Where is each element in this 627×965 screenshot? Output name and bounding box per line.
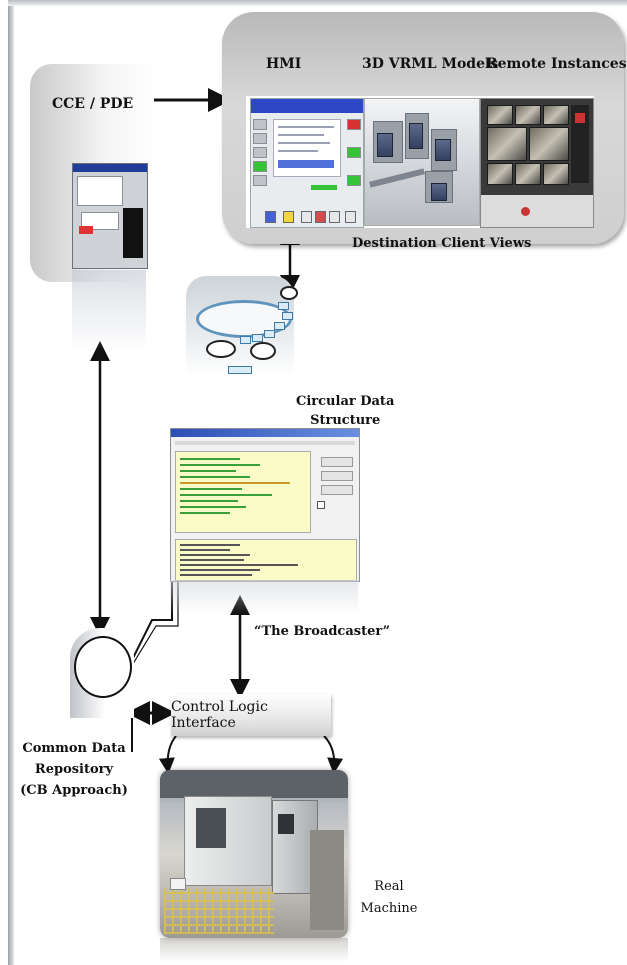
- hmi-titlebar: [251, 99, 363, 113]
- views-caption: Destination Client Views: [352, 236, 532, 251]
- machine-reflection: [160, 938, 348, 962]
- vrml-model-screenshot: [364, 98, 480, 226]
- repo-broadcaster-link: [127, 578, 173, 669]
- read-pointer-oval: [206, 340, 236, 358]
- remote-instances-screenshot: [480, 98, 594, 228]
- cce-label: CCE / PDE: [52, 96, 134, 112]
- cce-reflection: [72, 270, 146, 352]
- hmi-form: [273, 119, 341, 177]
- repository-oval: [74, 636, 132, 698]
- hmi-screenshot: [250, 98, 364, 228]
- cli-machine-left-arrow: [158, 735, 177, 774]
- broadcaster-titlebar: [171, 429, 359, 437]
- broadcaster-debug-log: [175, 539, 357, 581]
- machine-label: Real Machine: [360, 879, 418, 916]
- real-machine-photo: [160, 770, 348, 938]
- head-pointer-oval: [280, 286, 298, 300]
- cce-screenshot: [72, 163, 148, 269]
- broadcaster-status-log: [175, 451, 311, 533]
- control-logic-interface-box: Control Logic Interface: [171, 694, 331, 736]
- cli-machine-right-arrow: [323, 735, 344, 774]
- remote-label: Remote Instances: [486, 56, 627, 72]
- hmi-label: HMI: [266, 56, 302, 72]
- broadcaster-label: “The Broadcaster”: [254, 624, 391, 639]
- circular-data-label: Circular Data Structure: [296, 394, 395, 428]
- write-pointer-oval: [250, 342, 276, 360]
- broadcaster-window: [170, 428, 360, 582]
- repository-label: Common Data Repository (CB Approach): [20, 741, 128, 798]
- page-frame-left: [8, 0, 14, 965]
- control-logic-label: Control Logic Interface: [171, 699, 268, 731]
- broadcaster-reflection: [170, 580, 358, 614]
- vrml-label: 3D VRML Models: [362, 56, 499, 72]
- page-frame-top: [8, 0, 627, 6]
